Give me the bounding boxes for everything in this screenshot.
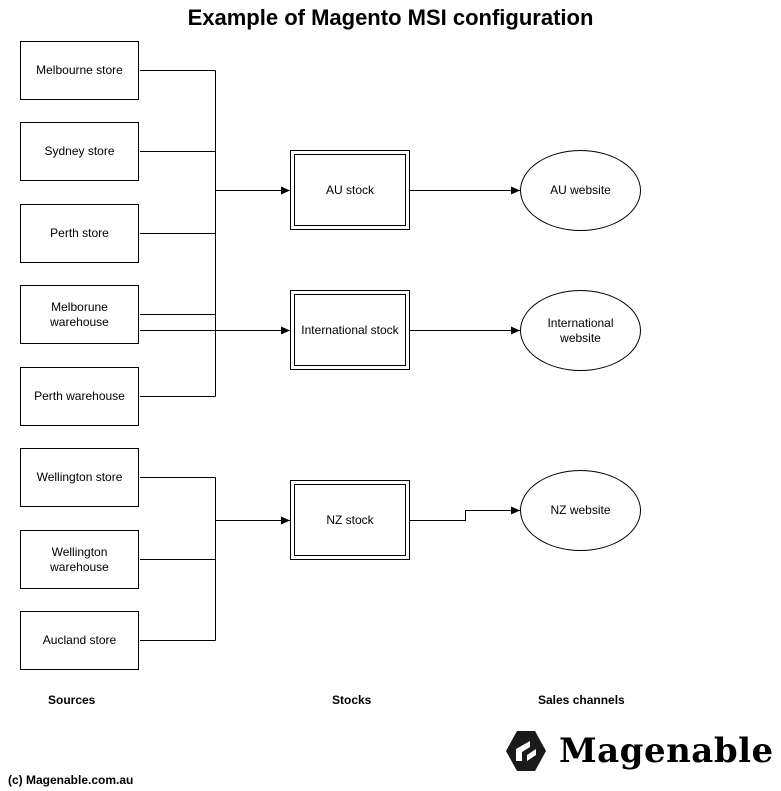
copyright-notice: (c) Magenable.com.au — [8, 773, 134, 787]
brand-name: Magenable — [559, 731, 774, 771]
column-label-sources: Sources — [48, 693, 96, 707]
source-sydney-store: Sydney store — [20, 122, 139, 181]
stock-international-label: International stock — [294, 294, 406, 366]
channel-nz-website: NZ website — [520, 470, 641, 551]
magenable-logo-icon — [506, 731, 546, 771]
source-wellington-store: Wellington store — [20, 448, 139, 507]
stock-nz-label: NZ stock — [294, 484, 406, 556]
column-label-sales-channels: Sales channels — [538, 693, 625, 707]
source-perth-store: Perth store — [20, 204, 139, 263]
magenable-logo: Magenable — [505, 730, 774, 772]
source-perth-warehouse: Perth warehouse — [20, 367, 139, 426]
stock-au: AU stock — [290, 150, 410, 230]
source-melbourne-warehouse: Melborune warehouse — [20, 285, 139, 344]
stock-au-label: AU stock — [294, 154, 406, 226]
source-wellington-warehouse: Wellington warehouse — [20, 530, 139, 589]
channel-international-website: International website — [520, 290, 641, 371]
channel-au-website: AU website — [520, 150, 641, 231]
stock-nz: NZ stock — [290, 480, 410, 560]
diagram-title: Example of Magento MSI configuration — [187, 5, 594, 30]
stock-international: International stock — [290, 290, 410, 370]
source-aucland-store: Aucland store — [20, 611, 139, 670]
source-melbourne-store: Melbourne store — [20, 41, 139, 100]
column-label-stocks: Stocks — [332, 693, 372, 707]
arrow-nz-stock-to-nz-website — [410, 506, 520, 521]
